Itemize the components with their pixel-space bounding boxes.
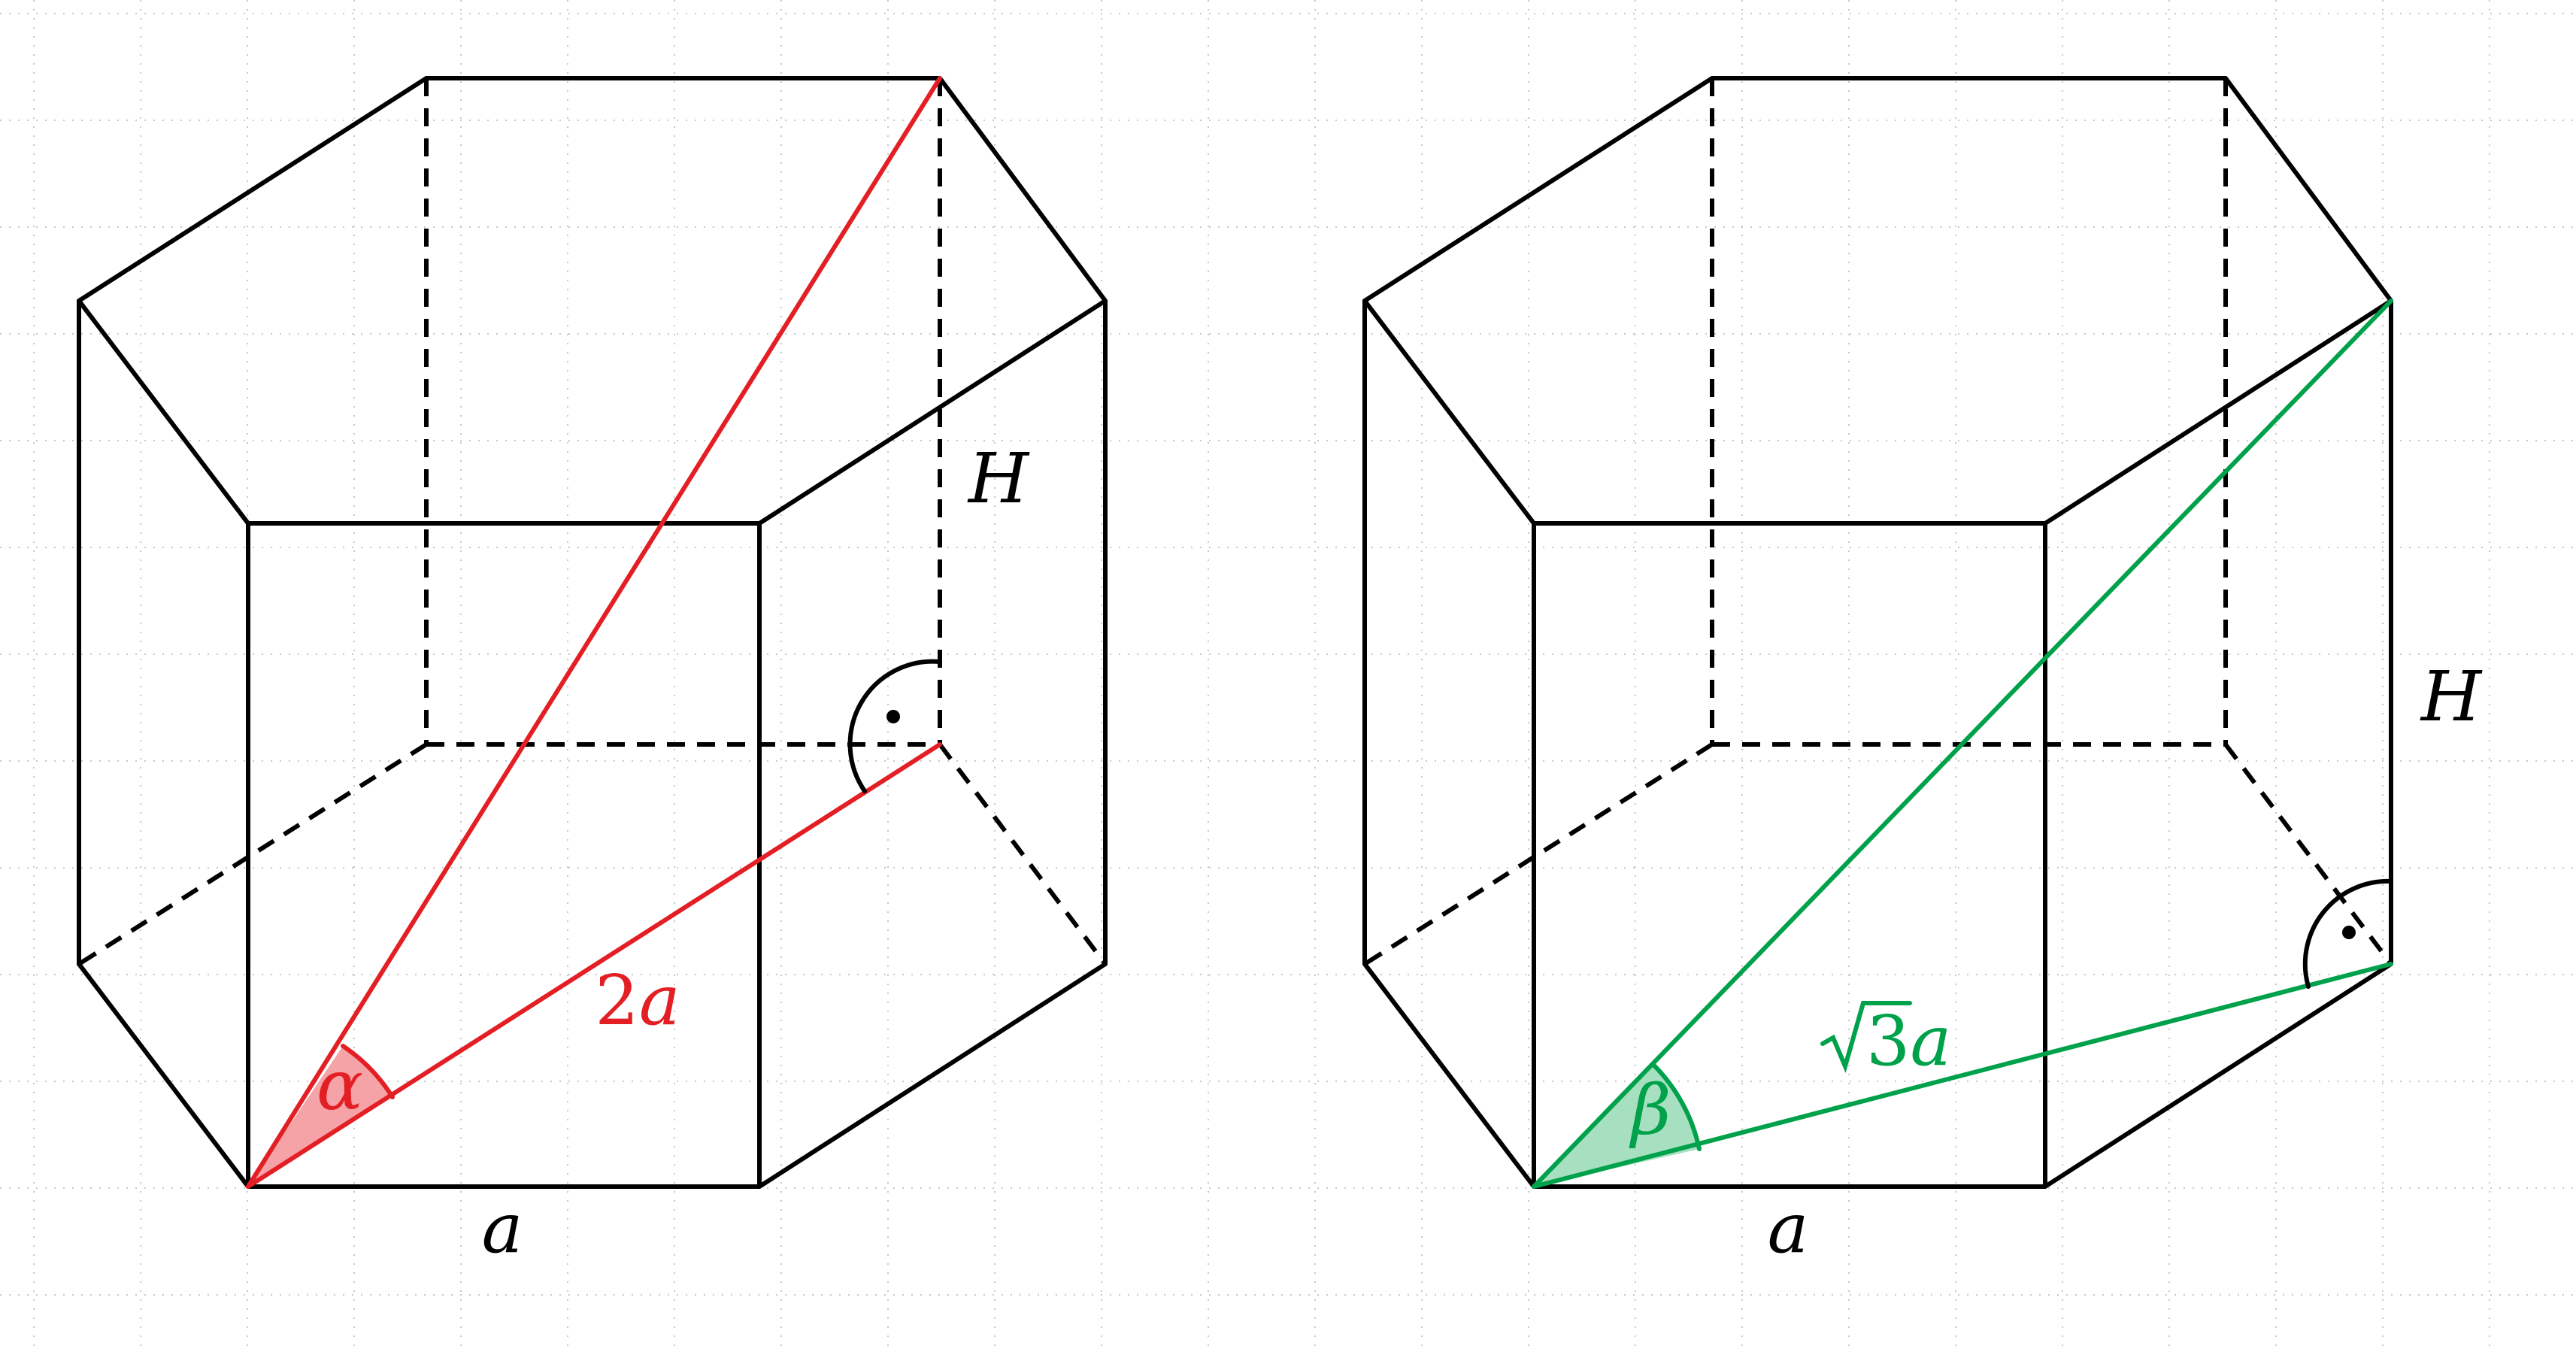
label-alpha: α (317, 1045, 363, 1126)
left-prism: a H 2a α (77, 76, 1108, 1269)
alpha-angle-arc (341, 1044, 395, 1099)
label-2a-var: a (639, 960, 680, 1041)
right-angle-marker-right (2302, 878, 2393, 989)
base-diagonal-2a (246, 742, 942, 1189)
label-a-left: a (482, 1188, 523, 1269)
right-angle-marker-left (847, 659, 942, 793)
right-visible-edges (1362, 76, 2393, 1189)
label-H-left: H (967, 438, 1030, 519)
label-beta: β (1629, 1070, 1671, 1150)
label-2a: 2a (595, 960, 680, 1041)
label-sqrt3a: 3a (1820, 1001, 1951, 1081)
beta-angle-arc (1650, 1062, 1702, 1151)
label-a-right: a (1768, 1188, 1809, 1269)
label-2a-number: 2 (595, 960, 639, 1041)
beta-angle-sector (1534, 1064, 1699, 1187)
right-prism: a H 3a β (1362, 76, 2483, 1269)
right-angle-dot-right (2342, 926, 2356, 939)
label-sqrt3a-text: 3a (1866, 1001, 1951, 1081)
left-hidden-edges (77, 78, 1108, 966)
label-sqrt3a-var: a (1911, 1001, 1952, 1081)
right-hidden-edges (1363, 78, 2393, 966)
space-diagonal-left (246, 76, 942, 1189)
space-diagonal-right (1532, 299, 2393, 1189)
sqrt-radical-sign (1820, 1001, 1912, 1074)
label-sqrt3-number: 3 (1866, 1001, 1911, 1081)
base-diagonal-sqrt3a (1532, 962, 2393, 1189)
alpha-angle-sector (248, 1046, 392, 1187)
right-angle-dot-left (886, 710, 900, 723)
label-H-right: H (2420, 656, 2483, 737)
